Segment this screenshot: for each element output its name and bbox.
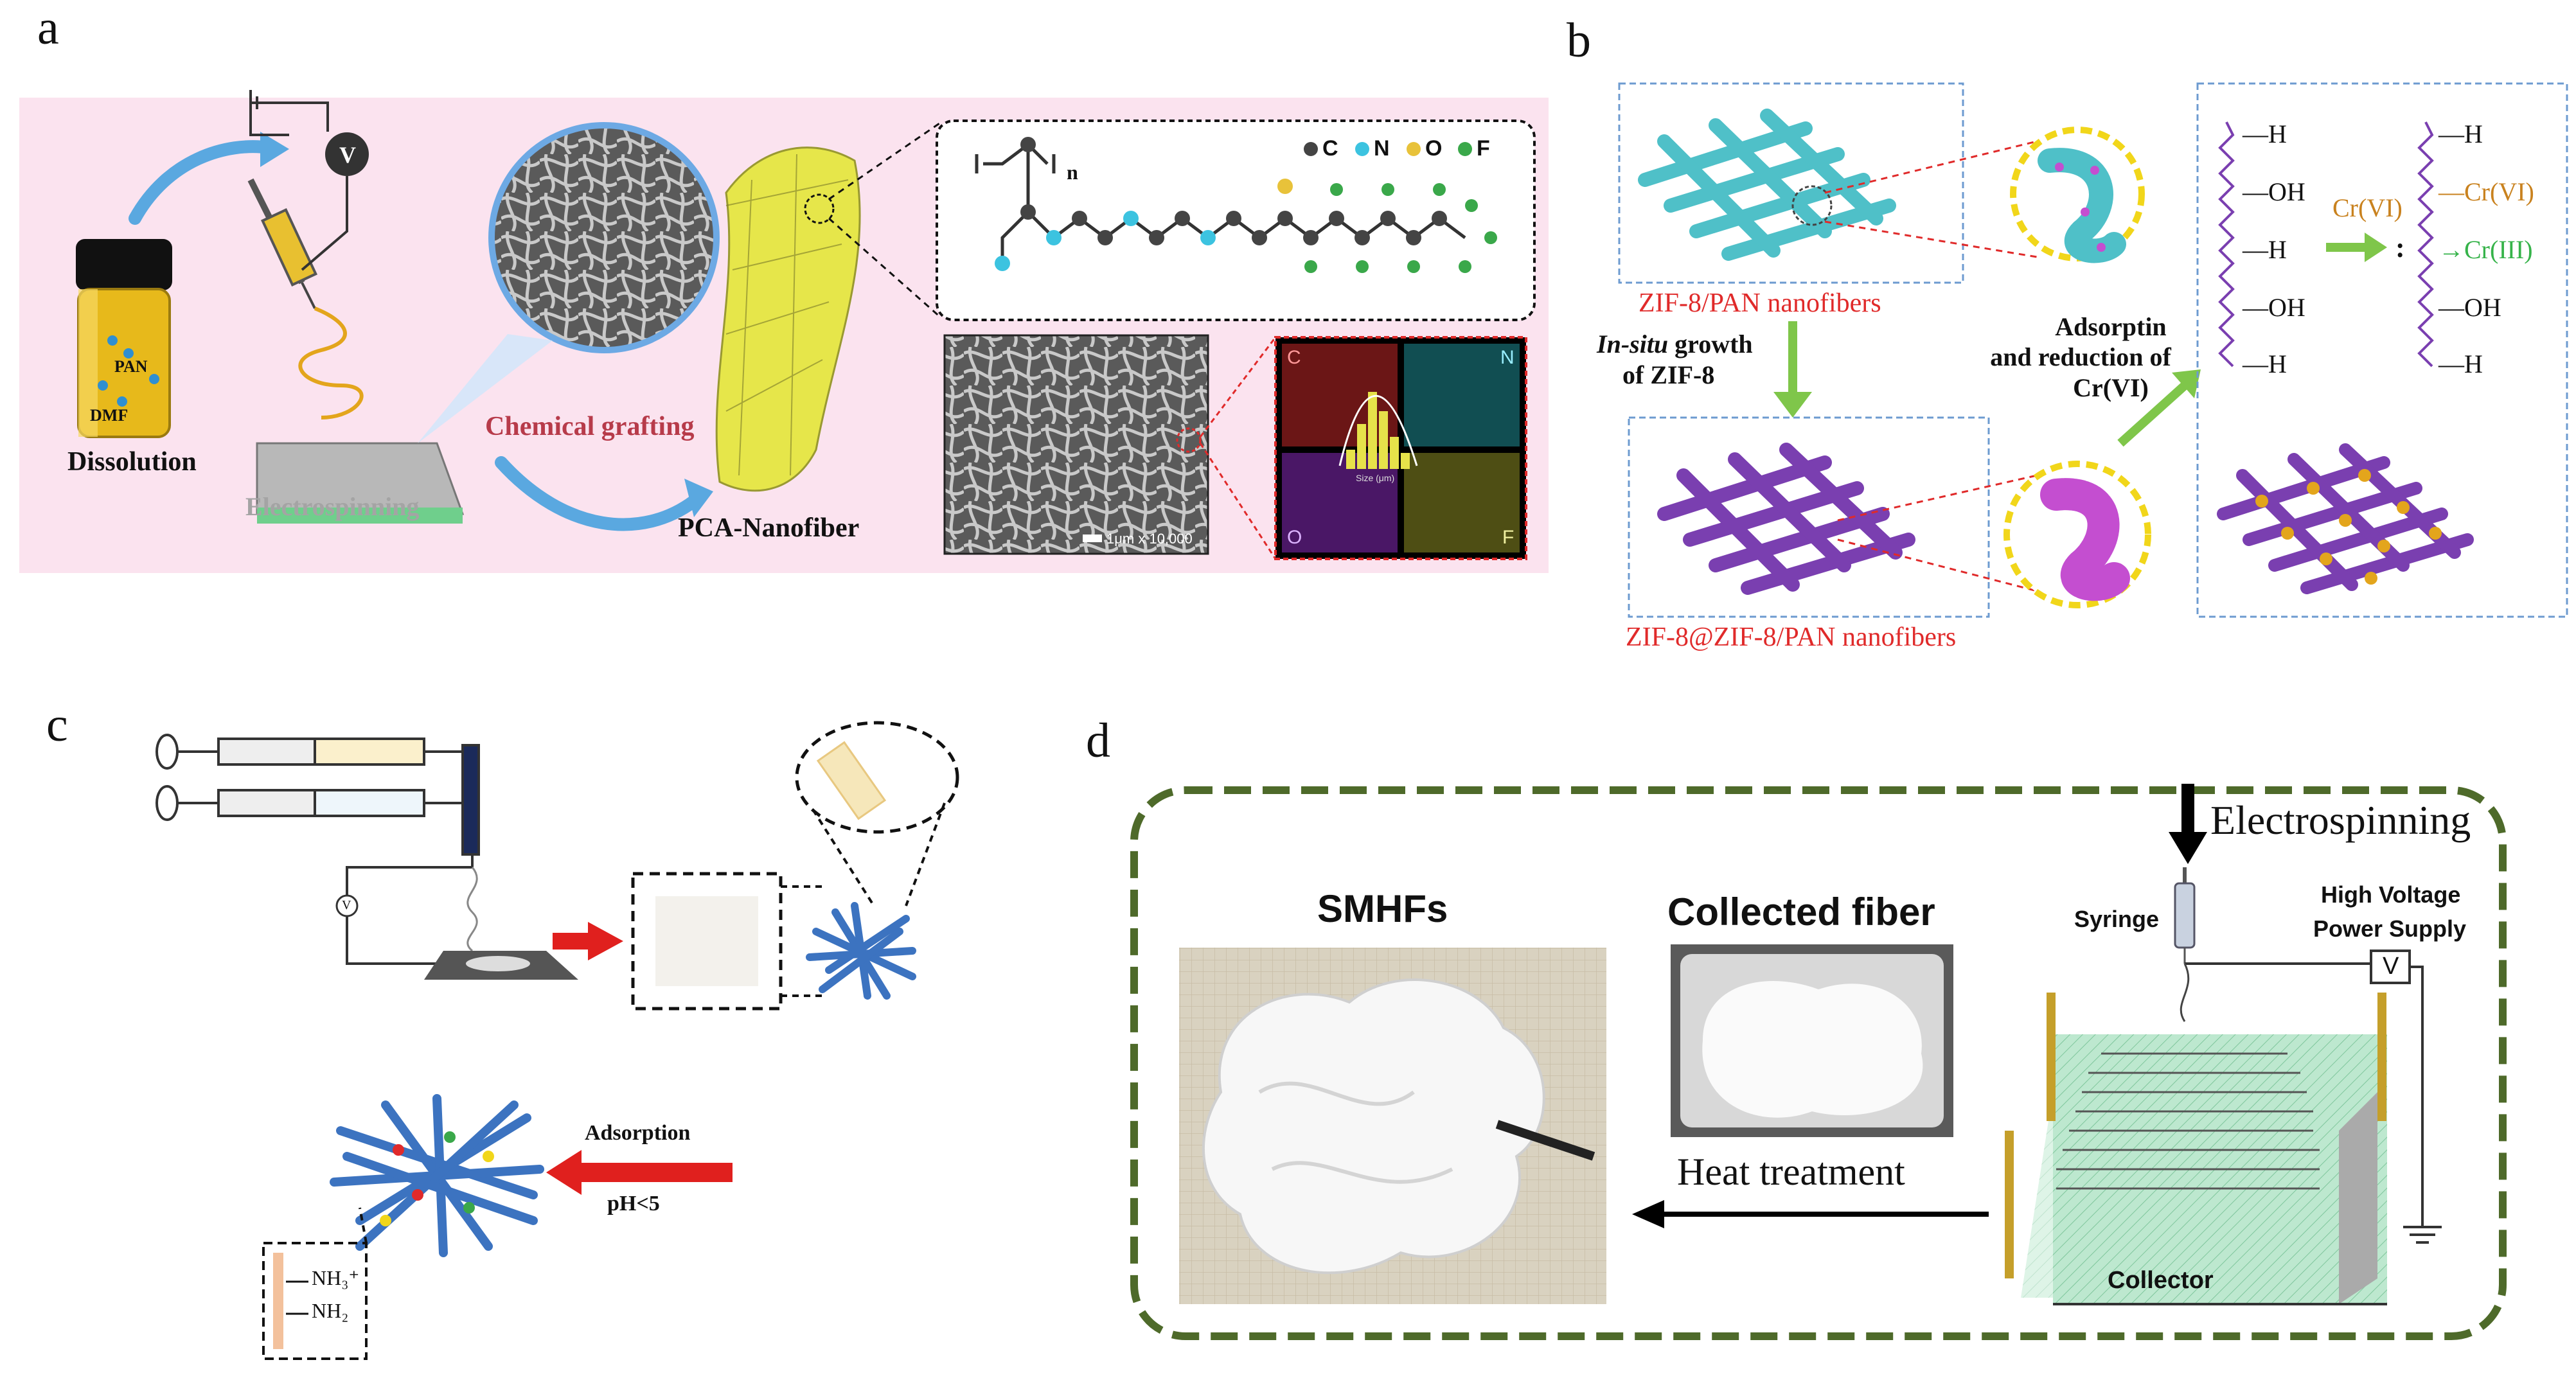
map-label-n: N [1500, 347, 1515, 368]
syringe-icon [247, 178, 318, 309]
nh3-label: NH₃⁺ [312, 1266, 360, 1289]
panel-c [155, 721, 959, 1360]
legend-dot-o [1407, 142, 1421, 156]
collector-bath [2005, 993, 2387, 1305]
element-legend [1304, 142, 1472, 156]
map-label-f: F [1502, 527, 1515, 548]
chemical-grafting-label: Chemical grafting [485, 412, 695, 441]
purple-mesh-with-particles [2217, 443, 2474, 594]
vial-to-syringe-arrow [129, 140, 276, 225]
syringe-d-icon [2174, 867, 2196, 964]
dual-syringe-icon [155, 734, 480, 856]
legend-label-f: F [1477, 136, 1490, 161]
fiber-cluster-icon [806, 902, 916, 1000]
histogram-axis-label: Size (μm) [1356, 473, 1395, 483]
left-group-3: —H [2243, 235, 2287, 264]
jet-d [2180, 963, 2190, 1022]
voltmeter-a-icon [325, 132, 369, 176]
voltmeter-a-label: V [339, 142, 356, 168]
collector-label: Collector [2108, 1267, 2214, 1294]
map-label-o: O [1287, 527, 1302, 548]
adsorption-reduction-line1: Adsorptin [2055, 312, 2167, 341]
dmf-label: DMF [90, 406, 129, 425]
electrospinning-label-d: Electrospinning [2210, 797, 2471, 843]
legend-dot-f [1458, 142, 1472, 156]
legend-dot-n [1355, 142, 1369, 156]
insitu-rest: growth [1668, 330, 1753, 358]
panel-letter-a: a [37, 1, 59, 55]
teal-mesh-icon [1638, 109, 1896, 261]
high-voltage-label-2: Power Supply [2313, 915, 2467, 942]
insitu-label-line2: of ZIF-8 [1622, 360, 1715, 389]
dissolution-label: Dissolution [67, 447, 197, 477]
legend-label-c: C [1322, 136, 1338, 161]
vial-icon [76, 239, 172, 438]
jet-c [466, 867, 478, 952]
sem-magnification-circle [488, 122, 720, 353]
map-label-c: C [1287, 347, 1301, 368]
voltmeter-c-icon [335, 894, 359, 917]
adsorption-arrow [2117, 382, 2188, 447]
panel-letter-b: b [1567, 13, 1591, 67]
pca-nanofiber-sheet [715, 146, 861, 492]
adsorption-reduction-line3: Cr(VI) [2073, 373, 2149, 402]
high-voltage-label-1: High Voltage [2321, 881, 2461, 908]
membrane-box [631, 872, 783, 1011]
red-arrow-right [553, 933, 591, 950]
voltmeter-d-label: V [2383, 953, 2399, 980]
zif-pan-box [1618, 82, 1964, 284]
red-arrow-left [578, 1163, 733, 1182]
left-group-4: —OH [2243, 293, 2305, 322]
electrospinning-label-a: Electrospinning [245, 492, 420, 521]
sem-image [943, 334, 1209, 555]
amine-inset-box [262, 1242, 368, 1360]
left-group-5: —H [2243, 349, 2287, 378]
panel-d [1130, 784, 2507, 1340]
colon-label: : [2395, 232, 2405, 263]
insitu-italic: In-situ [1597, 330, 1669, 358]
right-group-5: —H [2438, 349, 2483, 378]
insitu-label-line1: In-situ growth [1597, 329, 1753, 359]
panel-a [19, 90, 1549, 573]
zif-zif-pan-label: ZIF-8@ZIF-8/PAN nanofibers [1626, 623, 1957, 652]
zoom-ellipse-c [795, 721, 959, 834]
sem-scale-bar: 1μm x 10,000 [1106, 531, 1193, 547]
pca-nanofiber-label: PCA-Nanofiber [678, 513, 860, 543]
legend-label-n: N [1374, 136, 1390, 161]
panel-b [1618, 82, 2568, 618]
purple-mesh-icon [1657, 443, 1915, 595]
left-group-2: —OH [2243, 177, 2305, 206]
legend-label-o: O [1425, 136, 1443, 161]
legend-dot-c [1304, 142, 1318, 156]
nh2-label: NH₂ [312, 1299, 349, 1322]
right-group-2: —Cr(VI) [2438, 177, 2534, 206]
pan-label: PAN [114, 357, 148, 376]
size-histogram [1338, 392, 1418, 469]
chemical-grafting-arrow [495, 456, 700, 531]
ph-label: pH<5 [607, 1192, 660, 1215]
zif-zif-pan-box [1628, 416, 1990, 618]
polymer-subscript-n: n [1067, 161, 1078, 184]
left-group-1: —H [2243, 119, 2287, 148]
molecule-structure [975, 137, 1497, 273]
electrospinning-jet [298, 306, 364, 420]
cr-vi-label: Cr(VI) [2332, 193, 2403, 222]
zif-pan-label: ZIF-8/PAN nanofibers [1639, 288, 1881, 318]
panel-letter-c: c [46, 698, 68, 752]
right-group-1: —H [2438, 119, 2483, 148]
panel-d-border [1130, 786, 2507, 1340]
right-group-4: —OH [2438, 293, 2501, 322]
collected-fiber-label: Collected fiber [1667, 890, 1935, 933]
syringe-label: Syringe [2074, 906, 2160, 932]
voltmeter-c-label: V [342, 898, 351, 912]
adsorption-reduction-line2: and reduction of [1990, 342, 2171, 371]
panel-letter-d: d [1086, 714, 1110, 768]
right-group-3: →Cr(III) [2438, 235, 2533, 264]
adsorption-label: Adsorption [585, 1121, 691, 1145]
heat-treatment-label: Heat treatment [1677, 1151, 1905, 1193]
smhfs-label: SMHFs [1317, 887, 1448, 930]
fiber-cluster-adsorbed-icon [330, 1094, 544, 1257]
voltmeter-d-icon [2370, 950, 2411, 984]
